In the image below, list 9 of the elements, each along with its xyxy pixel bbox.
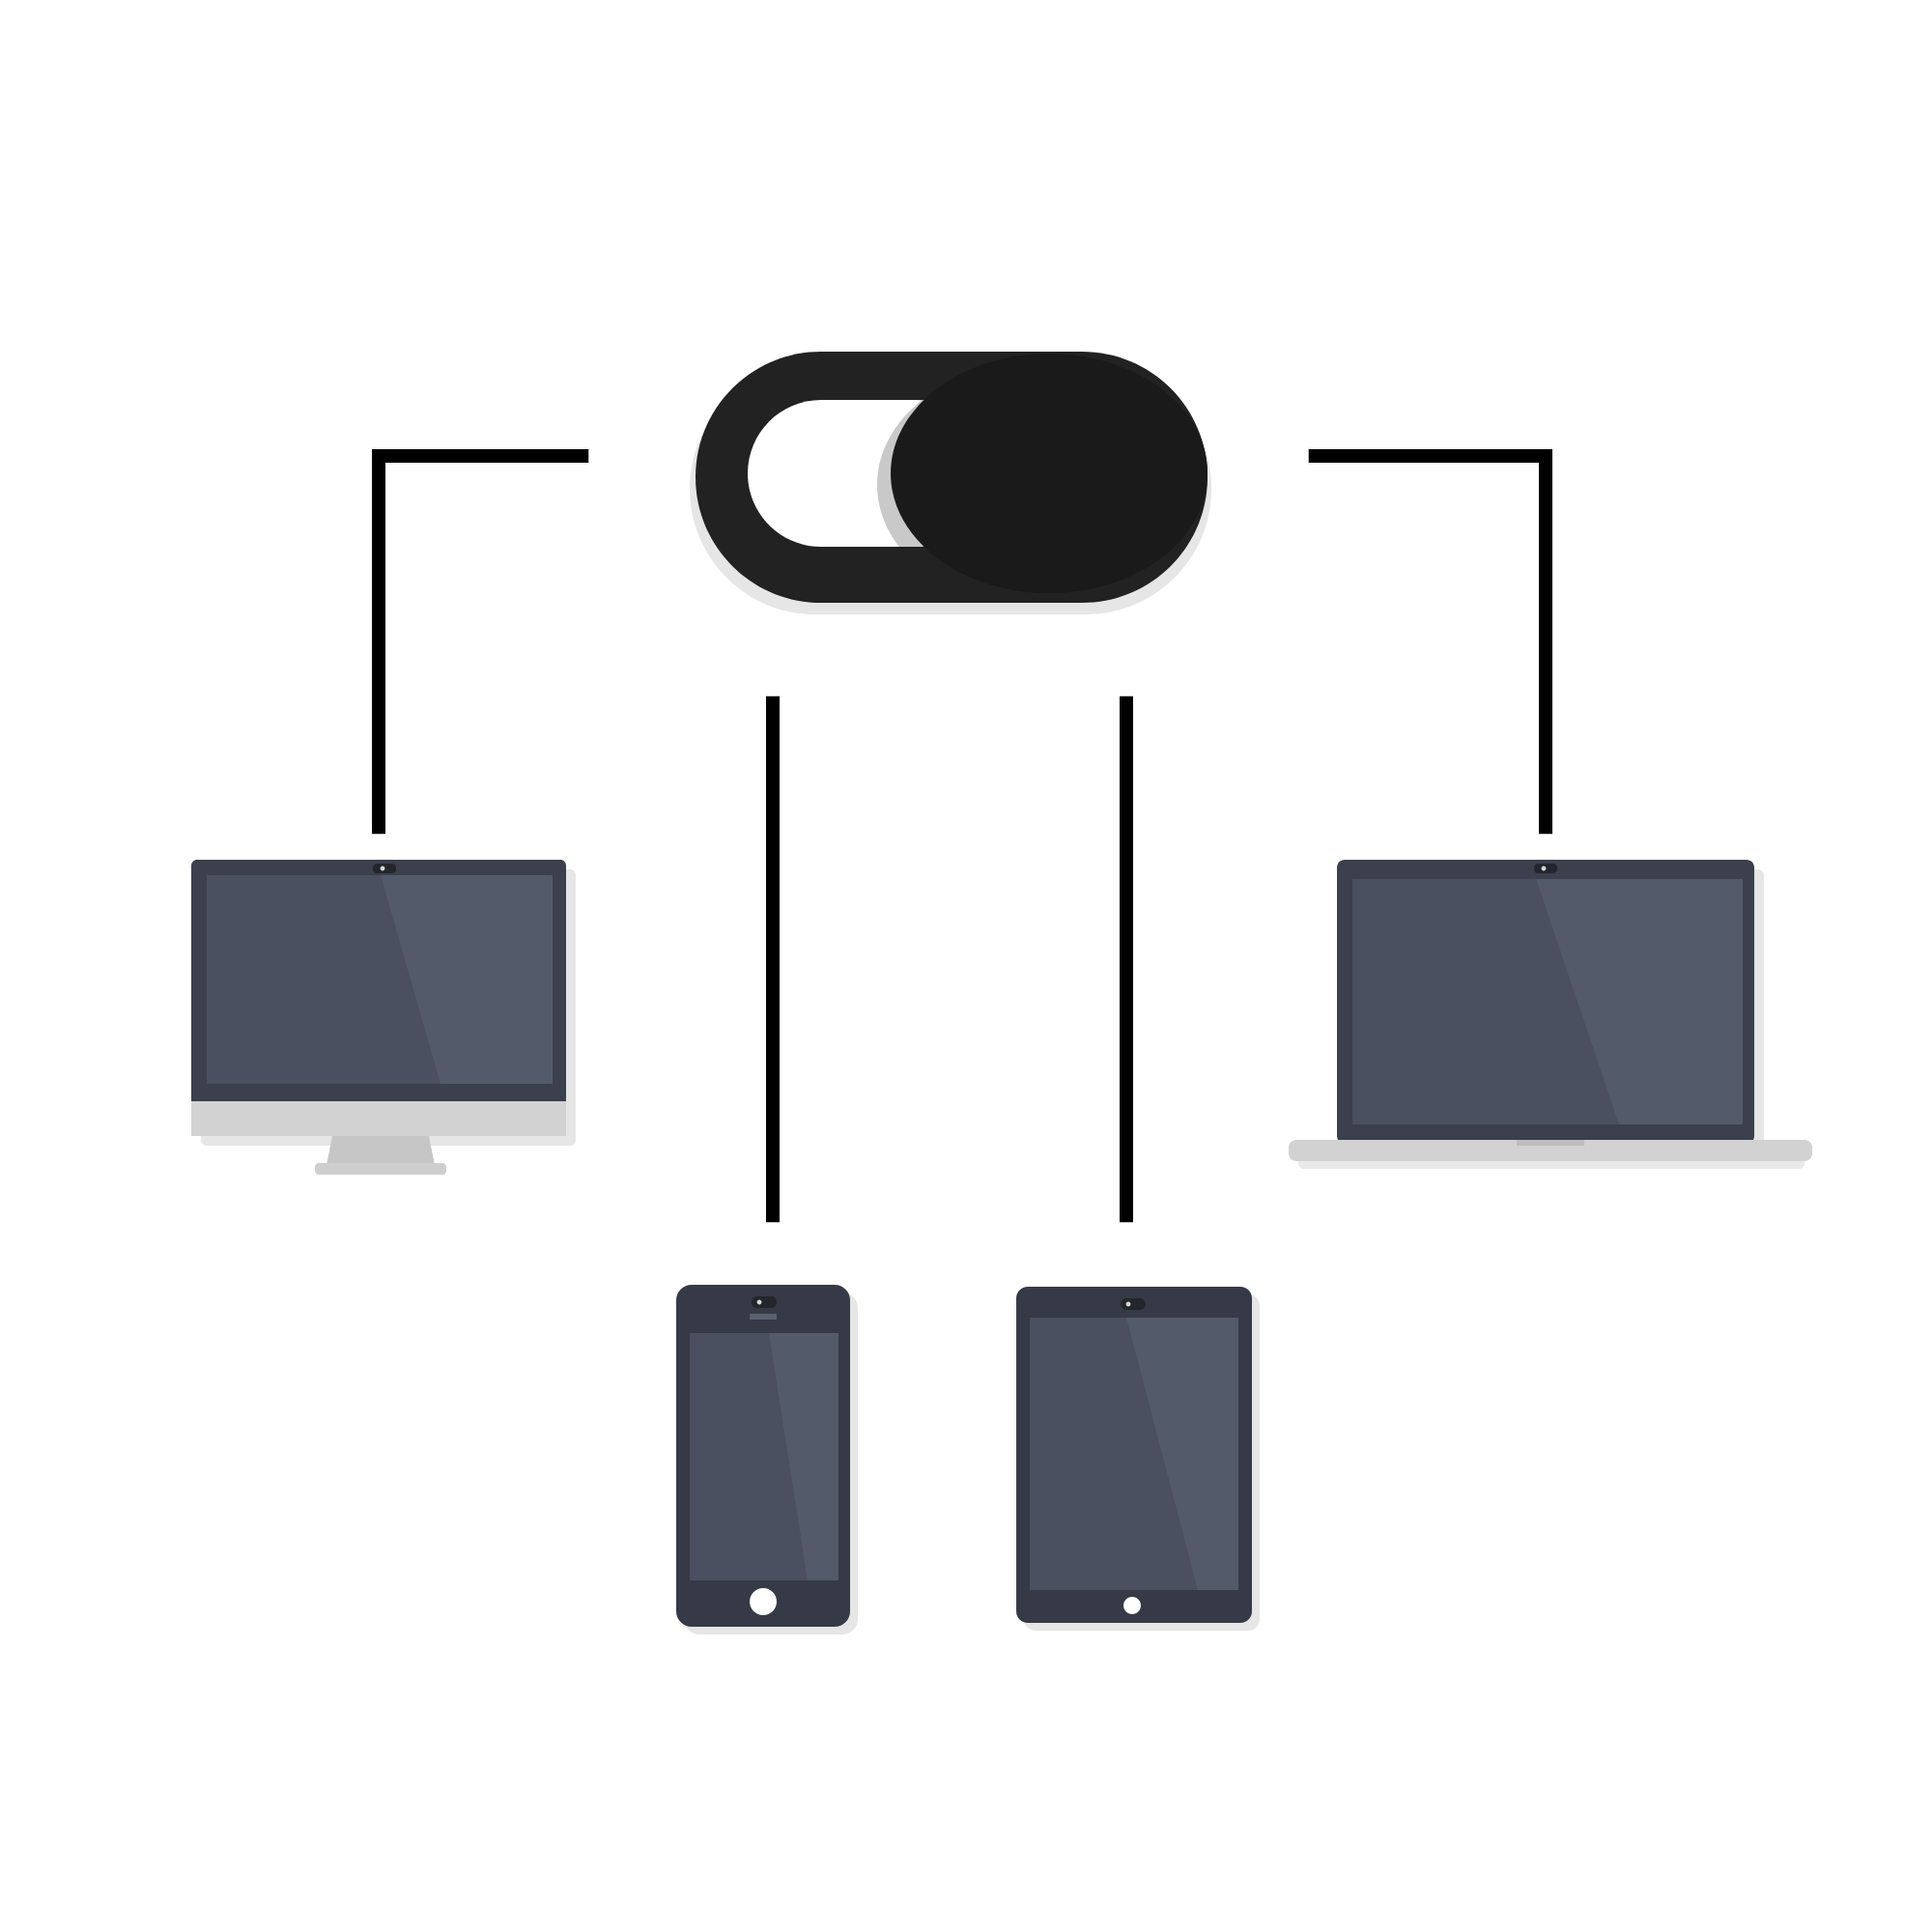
desktop-monitor <box>191 860 576 1175</box>
connector-line <box>766 696 780 1223</box>
smartphone <box>676 1285 858 1634</box>
connector-line <box>372 449 589 835</box>
webcam-cover <box>690 352 1211 614</box>
connector-line <box>1308 449 1552 835</box>
tablet <box>1016 1287 1260 1632</box>
connector-line <box>1120 696 1133 1223</box>
laptop <box>1289 860 1812 1169</box>
